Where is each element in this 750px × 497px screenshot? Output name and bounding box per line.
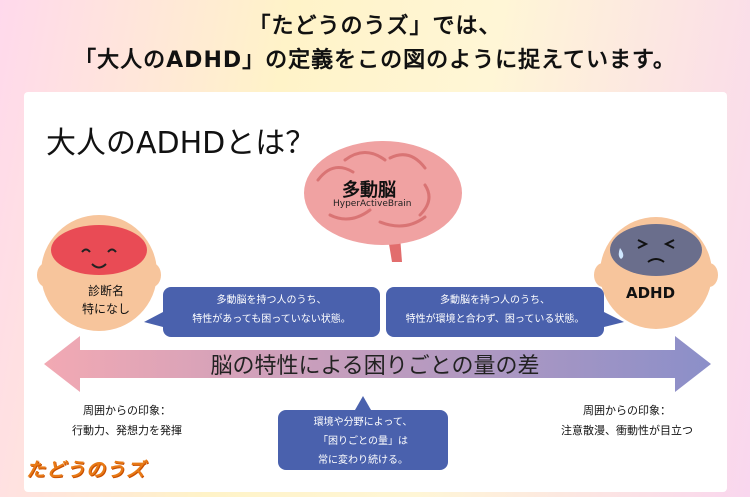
impression-left-line: 周囲からの印象： (83, 404, 171, 417)
header-line-1: 「たどうのうズ」では、 (248, 14, 502, 39)
bubble-bottom: 環境や分野によって、 「困りごとの量」は 常に変わり続ける。 (278, 410, 448, 470)
bubble-right: 多動脳を持つ人のうち、 特性が環境と合わず、困っている状態。 (386, 287, 604, 337)
bubble-bottom-line: 環境や分野によって、 (313, 417, 413, 428)
arrow-label: 脳の特性による困りごとの量の差 (210, 354, 540, 379)
brain-sublabel: HyperActiveBrain (333, 199, 412, 209)
impression-left: 周囲からの印象： 行動力、発想力を発揮 (52, 401, 202, 441)
bubble-right-line: 特性が環境と合わず、困っている状態。 (405, 314, 585, 325)
diagram-title: 大人のADHDとは？ (46, 126, 316, 161)
bubble-right-line: 多動脳を持つ人のうち、 (440, 295, 550, 306)
bubble-left-line: 特性があっても困っていない状態。 (192, 314, 351, 325)
bubble-bottom-line: 常に変わり続ける。 (318, 455, 408, 466)
right-head-label: ADHD (626, 284, 676, 302)
happy-brain-face-icon (37, 215, 161, 331)
header-line-2: 「大人のADHD」の定義をこの図のように捉えています。 (74, 48, 676, 73)
brand-logo: たどうのうズ (26, 459, 147, 481)
brain-illustration (304, 141, 462, 262)
impression-left-line: 行動力、発想力を発揮 (72, 424, 182, 437)
bubble-left: 多動脳を持つ人のうち、 特性があっても困っていない状態。 (163, 287, 380, 337)
double-arrow (44, 336, 711, 392)
impression-right-line: 注意散漫、衝動性が目立つ (561, 424, 693, 437)
bubble-bottom-line: 「困りごとの量」は (318, 436, 408, 447)
left-head-label-line: 診断名 (87, 284, 124, 298)
stressed-brain-face-icon (594, 217, 718, 329)
left-head-label-line: 特になし (81, 302, 130, 316)
brain-label: 多動脳 (342, 180, 396, 201)
impression-right: 周囲からの印象： 注意散漫、衝動性が目立つ (547, 401, 707, 441)
left-head-label: 診断名 特になし (80, 282, 132, 318)
impression-right-line: 周囲からの印象： (583, 404, 671, 417)
bubble-left-line: 多動脳を持つ人のうち、 (216, 295, 327, 306)
